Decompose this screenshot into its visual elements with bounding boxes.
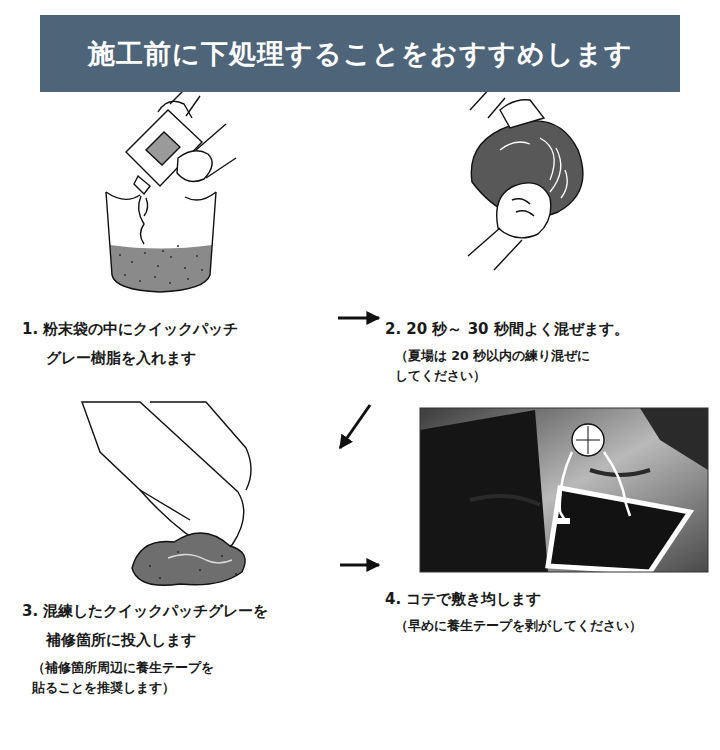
trowel-illustration [420, 408, 708, 572]
step-arrow [338, 317, 379, 320]
mixing-illustration [468, 86, 583, 270]
step-text: 4. コテで敷き均します [385, 585, 700, 614]
step-node: 1. 粉末袋の中にクイックパッチ グレー樹脂を入れます [22, 110, 332, 374]
step-text: 1. 粉末袋の中にクイックパッチ グレー樹脂を入れます [22, 315, 332, 374]
title-text: 施工前に下処理することをおすすめします [88, 36, 633, 72]
step-arrow [340, 405, 370, 448]
step-note: （夏場は 20 秒以内の練り混ぜに してください） [395, 346, 610, 386]
bag-illustration [106, 86, 236, 292]
title-band: 施工前に下処理することをおすすめします [40, 15, 680, 92]
placing-illustration [82, 402, 251, 585]
step-text: 3. 混練したクイックパッチグレーを 補修箇所に投入します [22, 597, 332, 656]
step-arrow [340, 564, 379, 567]
step-note: （早めに養生テープを剥がしてください） [395, 616, 700, 636]
step-note: （補修箇所周辺に養生テープを 貼ることを推奨します） [32, 658, 237, 698]
step-node: 4. コテで敷き均します（早めに養生テープを剥がしてください） [385, 415, 700, 636]
step-node: 3. 混練したクイックパッチグレーを 補修箇所に投入します（補修箇所周辺に養生テ… [22, 415, 332, 698]
step-text: 2. 20 秒～ 30 秒間よく混ぜます。 [385, 315, 700, 344]
step-node: 2. 20 秒～ 30 秒間よく混ぜます。（夏場は 20 秒以内の練り混ぜに し… [385, 110, 700, 386]
